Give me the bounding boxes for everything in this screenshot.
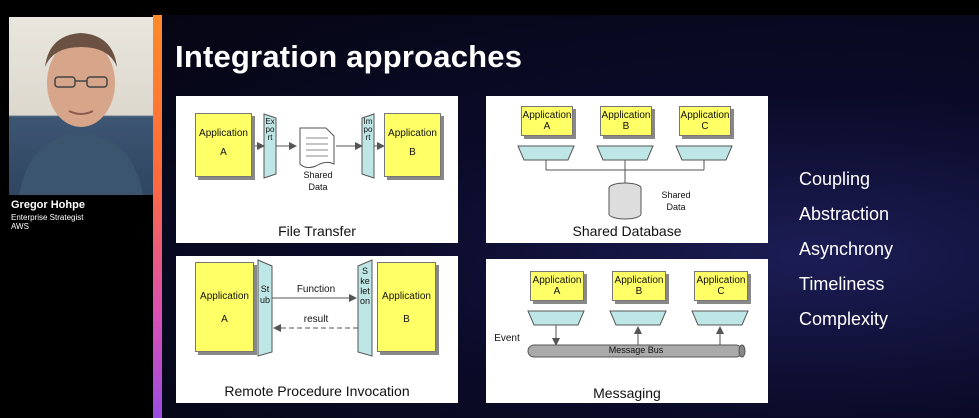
app-a-box: Application A	[195, 113, 252, 177]
messaging-diagram	[527, 310, 749, 358]
caption-rpc: Remote Procedure Invocation	[224, 383, 410, 399]
function-label: Function	[296, 284, 336, 295]
skeleton-label: Skeleton	[360, 266, 371, 306]
file-transfer-diagram	[252, 113, 385, 179]
msg-app-c-letter: C	[717, 286, 725, 297]
msg-app-a-box: Application A	[530, 271, 584, 301]
concern-abstraction: Abstraction	[799, 204, 890, 224]
msg-app-b-box: Application B	[612, 271, 666, 301]
speaker-company: AWS	[11, 222, 29, 231]
slide: Integration approaches Application A App…	[153, 15, 979, 418]
concern-timeliness: Timeliness	[799, 274, 885, 294]
db-app-c-box: Application C	[679, 106, 731, 136]
msg-app-b-letter: B	[635, 286, 643, 297]
msg-app-c-box: Application C	[694, 271, 748, 301]
app-a-letter: A	[220, 147, 227, 158]
concern-coupling: Coupling	[799, 169, 871, 189]
rpc-app-a-label: Application	[200, 291, 249, 302]
stub-label: Stub	[260, 284, 271, 305]
msg-app-a-letter: A	[553, 286, 561, 297]
panel-messaging: Application A Application B Application …	[486, 259, 768, 403]
speaker-title: Enterprise Strategist	[11, 213, 84, 222]
caption-shared-database: Shared Database	[572, 223, 682, 239]
caption-messaging: Messaging	[593, 385, 661, 401]
shared-database-diagram	[517, 145, 733, 220]
rpc-app-a-box: Application A	[195, 262, 254, 352]
msg-app-c-label: Application	[696, 275, 746, 286]
msg-app-b-label: Application	[614, 275, 664, 286]
speaker-avatar	[19, 33, 143, 195]
rpc-diagram	[257, 259, 373, 357]
speaker-video	[9, 17, 153, 195]
rpc-app-b-letter: B	[403, 314, 410, 325]
db-app-c-letter: C	[701, 121, 709, 132]
concern-complexity: Complexity	[799, 309, 889, 329]
shared-data-label-1: Shared	[303, 170, 333, 180]
export-label: Export	[265, 117, 275, 142]
app-b-label: Application	[388, 128, 437, 139]
msg-app-a-label: Application	[532, 275, 582, 286]
db-app-a-label: Application	[522, 110, 572, 121]
import-label: Import	[363, 117, 373, 142]
rpc-app-a-letter: A	[221, 314, 228, 325]
speaker-panel: Gregor Hohpe Enterprise Strategist AWS	[0, 0, 163, 418]
accent-bar	[153, 15, 162, 418]
db-shared-data-label-2: Data	[666, 202, 686, 212]
db-app-b-letter: B	[622, 121, 630, 132]
panel-file-transfer: Application A Application B Export Impor…	[176, 96, 458, 243]
panel-rpc: Application A Application B Stub Skeleto…	[176, 256, 458, 403]
slide-title: Integration approaches	[175, 39, 523, 74]
db-app-c-label: Application	[680, 110, 730, 121]
app-b-box: Application B	[384, 113, 441, 177]
concern-asynchrony: Asynchrony	[799, 239, 894, 259]
db-app-b-box: Application B	[600, 106, 652, 136]
speaker-name: Gregor Hohpe	[11, 199, 85, 211]
rpc-app-b-label: Application	[382, 291, 431, 302]
app-b-letter: B	[409, 147, 416, 158]
db-app-a-box: Application A	[521, 106, 573, 136]
db-app-a-letter: A	[543, 121, 551, 132]
caption-file-transfer: File Transfer	[278, 223, 356, 239]
shared-data-label-2: Data	[308, 182, 328, 192]
db-app-b-label: Application	[601, 110, 651, 121]
panel-shared-database: Application A Application B Application …	[486, 96, 768, 243]
db-shared-data-label-1: Shared	[661, 190, 691, 200]
result-label: result	[303, 314, 329, 325]
message-bus-label: Message Bus	[608, 345, 664, 355]
app-a-label: Application	[199, 128, 248, 139]
rpc-app-b-box: Application B	[377, 262, 436, 352]
event-label: Event	[494, 333, 520, 344]
